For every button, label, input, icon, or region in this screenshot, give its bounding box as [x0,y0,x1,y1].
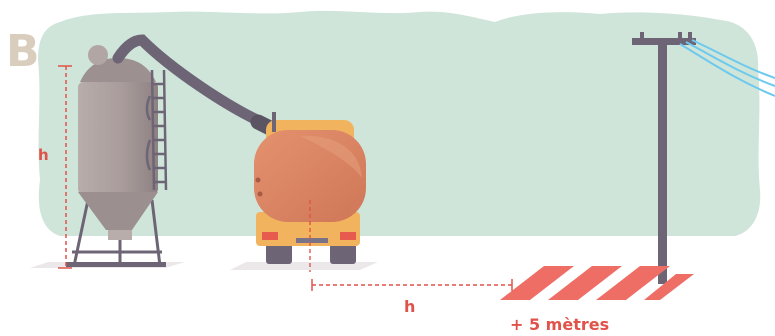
power-pole [632,32,696,284]
panel-letter: B [6,26,40,77]
tanker-truck [254,112,366,264]
distance-label: h [404,297,415,316]
power-lines [679,39,775,97]
silo-height-measure [58,65,72,269]
foliage-background [38,10,761,236]
extra-distance-label: + 5 mètres [510,315,609,334]
distance-measure [309,200,513,291]
safety-zone [500,266,694,300]
silo-height-label: h [38,146,49,164]
silo [66,45,168,267]
